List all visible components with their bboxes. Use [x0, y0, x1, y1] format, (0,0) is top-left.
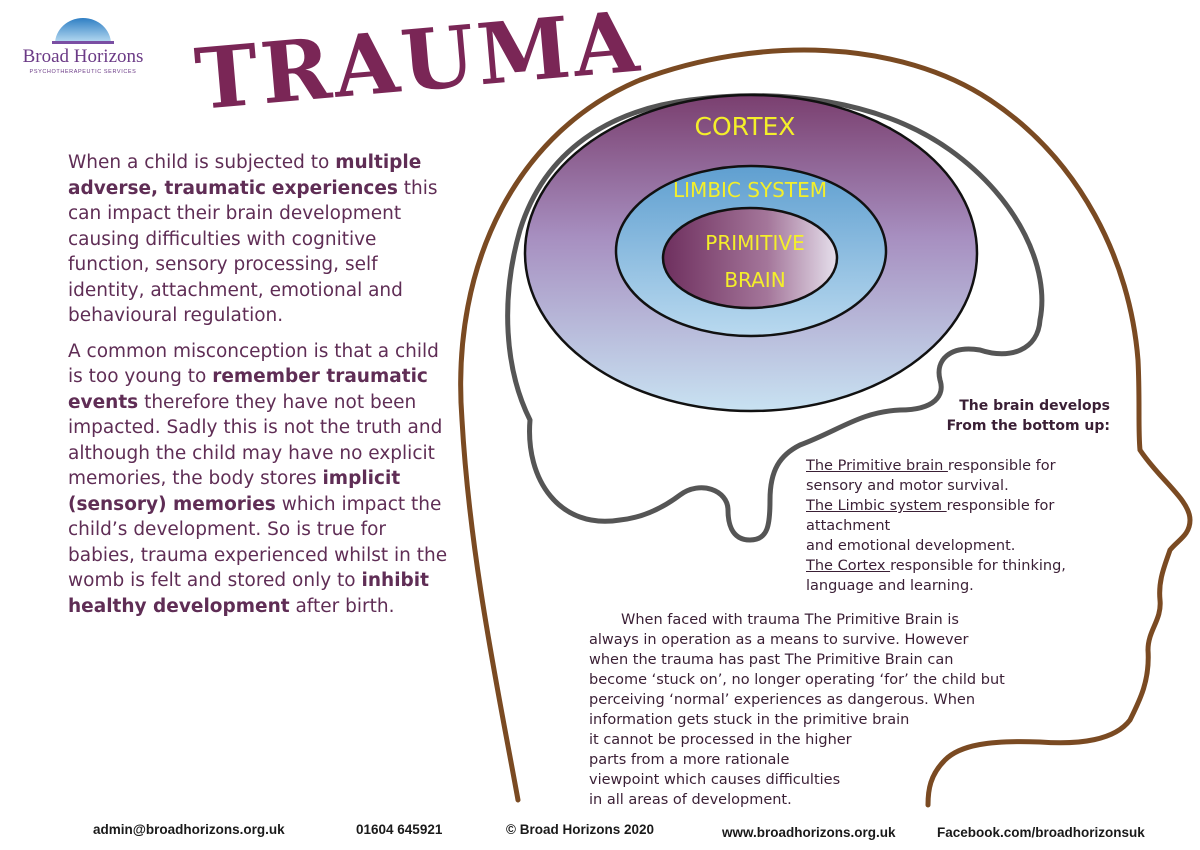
body-text: function, sensory processing, — [68, 254, 340, 275]
trauma-line: parts from a more rationale — [589, 752, 790, 768]
footer-copyright: © Broad Horizons 2020 — [506, 822, 654, 837]
body-text: experienced whilst in the womb — [68, 544, 448, 592]
body-text: which — [275, 493, 336, 515]
body-text: this can impact — [68, 177, 438, 225]
trauma-line: perceiving ‘normal’ experiences as dange… — [589, 692, 976, 708]
intro-paragraph: When a child is subjected to multiple ad… — [68, 150, 448, 329]
body-text: self identity, attachment, — [68, 254, 378, 301]
emphasis-text: inhibit — [361, 570, 429, 591]
logo-name: Broad Horizons — [22, 46, 144, 67]
dev-limbic-term: The Limbic system — [806, 498, 947, 514]
emphasis-text: multiple adverse, traumatic — [68, 152, 422, 199]
footer-facebook[interactable]: Facebook.com/broadhorizonsuk — [937, 825, 1145, 840]
body-text: regulation. — [183, 305, 284, 326]
dev-cortex-term: The Cortex — [806, 558, 891, 574]
body-text: So is true for babies, trauma — [68, 519, 387, 566]
develops-line2: From the bottom up: — [946, 418, 1110, 434]
cortex-label: CORTEX — [694, 112, 796, 141]
body-text: impact the child’s development. — [68, 493, 442, 541]
footer: admin@broadhorizons.org.uk 01604 645921 … — [0, 816, 1200, 844]
dev-primitive-line2: sensory and motor survival. — [806, 478, 1009, 494]
develops-heading: The brain develops From the bottom up: — [900, 396, 1110, 436]
dev-cortex-desc: responsible for thinking, — [890, 558, 1066, 574]
head-outline — [458, 47, 1193, 808]
left-column: When a child is subjected to multiple ad… — [68, 150, 448, 629]
primitive-label: PRIMITIVE BRAIN — [670, 225, 840, 299]
emphasis-text: remember traumatic events — [68, 366, 428, 413]
trauma-line: it cannot be processed in the higher — [589, 732, 852, 748]
body-text: their brain development causing — [68, 203, 402, 250]
dev-primitive-desc: responsible for — [947, 458, 1056, 474]
footer-website[interactable]: www.broadhorizons.org.uk — [722, 825, 896, 840]
dev-primitive: The Primitive brain responsible for — [806, 456, 1136, 476]
dev-cortex-line2: language and learning. — [806, 578, 974, 594]
body-text: impacted. Sadly this is not the — [68, 417, 351, 438]
dev-limbic-line2: attachment — [806, 518, 891, 534]
trauma-line: when the trauma has past The Primitive B… — [589, 652, 954, 668]
logo: Broad Horizons PSYCHOTHERAPEUTIC SERVICE… — [18, 14, 148, 76]
dev-primitive-term: The Primitive brain — [806, 458, 948, 474]
body-text: When a child is subjected to — [68, 152, 330, 173]
trauma-line: viewpoint which causes difficulties — [589, 772, 841, 788]
misconception-paragraph: A common misconception is that a child i… — [68, 339, 448, 620]
emphasis-text: healthy development — [68, 595, 290, 617]
primitive-label-line2: BRAIN — [724, 268, 786, 292]
body-text: difficulties with cognitive — [145, 228, 377, 250]
body-text: A common misconception is — [68, 340, 329, 362]
body-text: after birth. — [289, 595, 395, 617]
footer-email[interactable]: admin@broadhorizons.org.uk — [93, 822, 285, 837]
primitive-core — [661, 206, 839, 310]
logo-subtitle: PSYCHOTHERAPEUTIC SERVICES — [29, 69, 137, 75]
trauma-line: always in operation as a means to surviv… — [589, 632, 969, 648]
emphasis-text: experiences — [271, 177, 398, 199]
body-text: truth and although the child — [68, 417, 443, 464]
trauma-line: in all areas of development. — [589, 792, 792, 808]
trauma-explanation: When faced with trauma The Primitive Bra… — [589, 610, 1119, 810]
body-text: is felt and stored only to — [130, 570, 362, 591]
body-text: may have no explicit memories, — [68, 442, 435, 490]
body-text: emotional and behavioural — [68, 279, 403, 327]
dev-cortex: The Cortex responsible for thinking, — [806, 556, 1136, 576]
development-list: The Primitive brain responsible for sens… — [806, 456, 1136, 596]
footer-phone[interactable]: 01604 645921 — [356, 822, 443, 837]
dev-limbic-line3: and emotional development. — [806, 538, 1016, 554]
develops-line1: The brain develops — [959, 398, 1110, 414]
logo-sunrise-icon — [52, 18, 114, 44]
dev-limbic-desc: responsible for — [946, 498, 1055, 514]
body-text: the body stores — [172, 468, 323, 489]
limbic-label: LIMBIC SYSTEM — [673, 178, 827, 202]
emphasis-text: implicit — [322, 468, 401, 489]
emphasis-text: (sensory) memories — [68, 493, 276, 515]
brain-outline — [505, 93, 1045, 543]
body-text: that a child is too young to — [68, 340, 439, 388]
trauma-line: become ‘stuck on’, no longer operating ‘… — [589, 672, 1005, 688]
body-text: therefore they have not been — [144, 391, 417, 413]
primitive-label-line1: PRIMITIVE — [705, 231, 805, 255]
dev-limbic: The Limbic system responsible for — [806, 496, 1136, 516]
trauma-line: When faced with trauma The Primitive Bra… — [621, 612, 959, 628]
trauma-line: information gets stuck in the primitive … — [589, 712, 910, 728]
